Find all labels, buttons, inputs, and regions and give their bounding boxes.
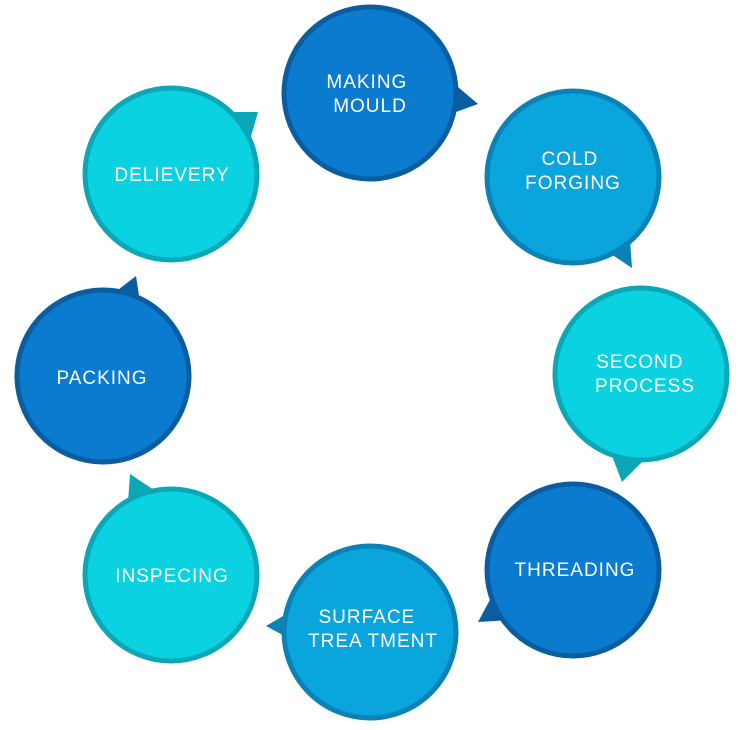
step-delievery-bubble <box>82 85 260 263</box>
step-second-process-label-line-2: PROCESS <box>595 376 695 397</box>
step-surface-treatment-label-line-2: TREA TMENT <box>308 631 438 652</box>
step-threading-bubble <box>484 481 662 659</box>
step-second-process-label-line-1: SECOND <box>596 352 683 373</box>
step-cold-forging-label: COLD FORGING <box>525 149 621 194</box>
step-surface-treatment: SURFACE TREA TMENT <box>266 543 459 721</box>
step-second-process: SECOND PROCESS <box>552 285 730 482</box>
step-second-process-bubble <box>552 285 730 463</box>
step-threading: THREADING <box>478 481 662 659</box>
step-inspecing-label: INSPECING <box>115 566 229 587</box>
step-making-mould-pointer <box>452 82 478 112</box>
step-packing: PACKING <box>14 276 192 465</box>
step-threading-label-line-1: THREADING <box>515 560 636 581</box>
step-making-mould: MAKING MOULD <box>281 4 478 182</box>
step-delievery-label-line-1: DELIEVERY <box>114 165 229 186</box>
step-surface-treatment-bubble <box>281 543 459 721</box>
step-surface-treatment-label: SURFACE TREA TMENT <box>308 607 438 652</box>
step-delievery-label: DELIEVERY <box>114 165 229 186</box>
step-inspecing-bubble <box>82 486 260 664</box>
step-cold-forging-label-line-1: COLD <box>541 149 598 170</box>
step-making-mould-label-line-1: MAKING <box>326 72 407 93</box>
step-packing-bubble <box>14 287 192 465</box>
step-making-mould-label: MAKING MOULD <box>326 72 413 117</box>
step-inspecing: INSPECING <box>82 474 260 664</box>
step-threading-label: THREADING <box>515 560 636 581</box>
step-packing-label-line-1: PACKING <box>56 368 147 389</box>
step-second-process-pointer <box>612 456 646 482</box>
step-inspecing-label-line-1: INSPECING <box>115 566 229 587</box>
step-cold-forging-bubble <box>484 88 662 266</box>
step-packing-label: PACKING <box>56 368 147 389</box>
step-delievery: DELIEVERY <box>82 85 260 263</box>
step-cold-forging: COLD FORGING <box>484 88 662 268</box>
step-cold-forging-label-line-2: FORGING <box>525 173 621 194</box>
step-making-mould-label-line-2: MOULD <box>333 96 407 117</box>
step-making-mould-bubble <box>281 4 459 182</box>
step-surface-treatment-label-line-1: SURFACE <box>318 607 415 628</box>
step-second-process-label: SECOND PROCESS <box>595 352 695 397</box>
